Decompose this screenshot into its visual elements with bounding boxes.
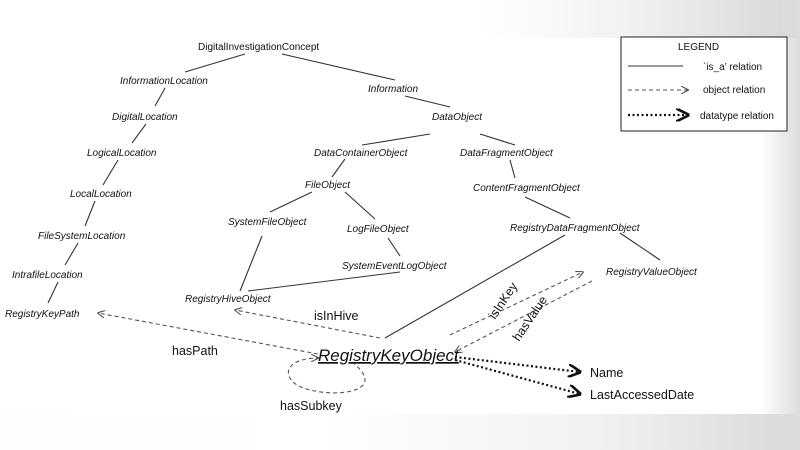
class-logfileobject: LogFileObject: [347, 224, 410, 235]
object-relations: [98, 272, 593, 394]
background-top-strip: [0, 0, 800, 38]
legend-box: [620, 36, 788, 132]
attribute-lastaccesseddate: LastAccessedDate: [590, 388, 694, 402]
class-registrykeypath: RegistryKeyPath: [5, 309, 80, 320]
class-systemfileobject: SystemFileObject: [228, 217, 308, 228]
datatype-relations: [454, 355, 580, 394]
isa-line-registrykeyobject: [384, 234, 566, 339]
has-value-arrow: [455, 280, 593, 352]
class-systemeventlogobject: SystemEventLogObject: [342, 261, 448, 272]
lastaccessed-datatype-arrow: [454, 358, 580, 394]
legend-title: LEGEND: [678, 42, 719, 53]
isa-relations: [47, 53, 661, 339]
class-contentfragmentobject: ContentFragmentObject: [473, 183, 581, 194]
isa-line-contentfragmentobject: [509, 159, 516, 179]
has-subkey-loop-arrow: [287, 358, 366, 394]
isa-line-registrydatafragmentobject: [524, 196, 571, 219]
isa-line-logfileobject: [344, 191, 376, 220]
is-in-key-arrow: [449, 272, 583, 336]
isa-line-informationlocation: [184, 53, 246, 73]
isa-line-filesystemlocation: [84, 200, 96, 227]
class-digitallocation: DigitalLocation: [112, 112, 178, 123]
isa-line-logicallocation: [131, 123, 147, 144]
isa-line-information: [281, 53, 396, 81]
attribute-name: Name: [590, 366, 623, 380]
class-registrykeyobject: RegistryKeyObject: [318, 346, 460, 365]
class-logicallocation: LogicalLocation: [87, 148, 157, 159]
isa-line-datafragmentobject: [479, 133, 516, 146]
class-datacontainerobject: DataContainerObject: [314, 148, 409, 159]
class-informationlocation: InformationLocation: [120, 76, 208, 87]
isa-line-fileobject: [331, 158, 346, 178]
isa-line-registryvalueobject: [619, 232, 661, 261]
name-datatype-arrow: [454, 355, 580, 372]
relation-label-hasvalue: hasValue: [510, 293, 550, 343]
is-in-hive-arrow: [235, 310, 381, 339]
class-registrydatafragmentobject: RegistryDataFragmentObject: [510, 223, 641, 234]
relation-label-isinhive: isInHive: [314, 309, 359, 323]
class-information: Information: [368, 84, 418, 95]
class-registryhiveobject: RegistryHiveObject: [185, 294, 272, 305]
isa-line-locallocation: [102, 159, 119, 186]
class-locallocation: LocalLocation: [70, 189, 132, 200]
class-datafragmentobject: DataFragmentObject: [460, 148, 554, 159]
class-filesystemlocation: FileSystemLocation: [38, 231, 126, 242]
relation-label-haspath: hasPath: [172, 344, 218, 358]
legend-object-label: object relation: [703, 85, 765, 96]
class-fileobject: FileObject: [305, 180, 351, 191]
isa-line-systemfileobject: [269, 191, 313, 213]
legend: LEGEND `is_a’ relation object relation d…: [620, 36, 788, 132]
isa-line-registryhive-systemfile: [239, 235, 263, 292]
isa-line-digitallocation: [154, 87, 166, 107]
isa-line-intrafilelocation: [64, 242, 79, 266]
isa-line-dataobject: [404, 95, 451, 108]
legend-datatype-label: datatype relation: [700, 111, 774, 122]
isa-line-datacontainerobject: [361, 133, 431, 146]
class-registryvalueobject: RegistryValueObject: [606, 267, 698, 278]
isa-line-registrykeypath: [47, 281, 59, 304]
relation-label-hassubkey: hasSubkey: [280, 399, 343, 413]
class-digitalinvestigationconcept: DigitalInvestigationConcept: [198, 42, 319, 53]
legend-isa-label: `is_a’ relation: [703, 61, 762, 73]
relation-label-isinkey: isInKey: [486, 279, 521, 321]
background-bottom-strip: [0, 414, 800, 450]
has-path-arrow: [98, 313, 319, 355]
class-intrafilelocation: IntrafileLocation: [12, 270, 83, 281]
isa-line-registryhive-syseventlog: [247, 271, 401, 292]
class-dataobject: DataObject: [432, 112, 483, 123]
isa-line-systemeventlogobject: [387, 237, 401, 257]
